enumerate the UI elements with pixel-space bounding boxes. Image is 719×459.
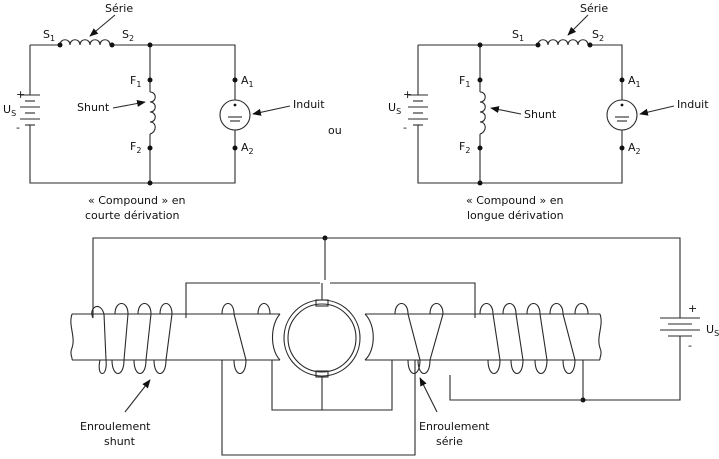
f2-label: F2 bbox=[130, 140, 141, 155]
motor-icon bbox=[219, 99, 251, 131]
arrow-icon bbox=[112, 99, 146, 109]
series-winding-label-line1: Enroulement bbox=[419, 420, 490, 433]
a2-label: A2 bbox=[628, 141, 641, 156]
minus-label: - bbox=[403, 121, 407, 134]
s2-terminal bbox=[109, 42, 115, 48]
shunt-label: Shunt bbox=[524, 108, 557, 121]
f2-label: F2 bbox=[459, 140, 470, 155]
brush-wires bbox=[271, 283, 393, 411]
junction-dot bbox=[477, 180, 483, 186]
series-winding-icon bbox=[394, 302, 589, 375]
ou-connector: ou bbox=[328, 124, 342, 137]
series-winding-label-line2: série bbox=[436, 435, 463, 448]
left-pole-bar bbox=[70, 313, 280, 361]
lower-loop-wire bbox=[221, 360, 416, 456]
f2-terminal bbox=[477, 145, 483, 151]
caption-line1: « Compound » en bbox=[466, 194, 563, 207]
series-coil-icon bbox=[59, 39, 111, 46]
induit-label: Induit bbox=[293, 98, 325, 111]
shunt-label: Shunt bbox=[77, 101, 110, 114]
arrow-icon bbox=[490, 106, 522, 115]
s2-terminal bbox=[587, 42, 593, 48]
shunt-winding-icon bbox=[91, 302, 271, 375]
plus-label: + bbox=[16, 88, 25, 101]
us-label: US bbox=[388, 101, 401, 116]
serie-label: Série bbox=[105, 2, 133, 15]
plus-label: + bbox=[688, 302, 697, 315]
inner-wire bbox=[185, 282, 476, 318]
f1-label: F1 bbox=[459, 74, 470, 89]
armature-outer bbox=[283, 299, 361, 377]
top-brush bbox=[315, 299, 329, 307]
s2-label: S2 bbox=[592, 28, 604, 43]
a1-label: A1 bbox=[628, 74, 641, 89]
battery-icon bbox=[408, 94, 428, 126]
caption-line2: courte dérivation bbox=[85, 209, 180, 222]
arrow-icon bbox=[89, 14, 116, 37]
minus-label: - bbox=[16, 121, 20, 134]
machine-drawing: + - US bbox=[70, 235, 719, 456]
us-label: US bbox=[3, 103, 16, 118]
a1-terminal bbox=[619, 77, 625, 83]
short-shunt-wiring bbox=[29, 44, 236, 184]
arrow-icon bbox=[419, 377, 438, 413]
armature-inner bbox=[287, 303, 357, 373]
battery-return-wire bbox=[582, 336, 681, 401]
top-bus-wire bbox=[92, 237, 681, 318]
battery-icon bbox=[660, 317, 700, 337]
shunt-winding-label-line1: Enroulement bbox=[80, 420, 151, 433]
battery-icon bbox=[20, 94, 40, 126]
plus-label: + bbox=[403, 88, 412, 101]
s1-label: S1 bbox=[512, 28, 524, 43]
short-shunt-schematic: Série S1 S2 F1 F2 A1 A2 US + - Shunt Ind… bbox=[3, 2, 325, 222]
caption-line1: « Compound » en bbox=[88, 194, 185, 207]
right-pole-shoe bbox=[364, 313, 374, 361]
arrow-icon bbox=[639, 105, 675, 116]
us-label: US bbox=[706, 323, 719, 338]
induit-label: Induit bbox=[677, 98, 709, 111]
minus-label: - bbox=[688, 339, 692, 352]
s1-label: S1 bbox=[43, 28, 55, 43]
series-return-wire bbox=[449, 375, 583, 401]
arrow-icon bbox=[124, 379, 151, 413]
serie-label: Série bbox=[580, 2, 608, 15]
right-pole-bar bbox=[365, 313, 602, 361]
left-pole-shoe bbox=[271, 313, 281, 361]
series-coil-icon bbox=[537, 39, 589, 46]
s2-label: S2 bbox=[122, 28, 134, 43]
a1-label: A1 bbox=[241, 74, 254, 89]
a2-label: A2 bbox=[241, 141, 254, 156]
shunt-coil-icon bbox=[479, 91, 486, 135]
f1-terminal bbox=[477, 77, 483, 83]
f1-terminal bbox=[147, 77, 153, 83]
shunt-coil-icon bbox=[149, 91, 156, 135]
a1-terminal bbox=[232, 77, 238, 83]
junction-dot bbox=[477, 42, 483, 48]
long-shunt-schematic: Série S1 S2 F1 F2 A1 A2 US + - Shunt Ind… bbox=[388, 2, 709, 222]
s1-terminal bbox=[535, 42, 541, 48]
caption-line2: longue dérivation bbox=[467, 209, 564, 222]
junction-dot bbox=[147, 42, 153, 48]
arrow-icon bbox=[252, 105, 291, 116]
s1-terminal bbox=[57, 42, 63, 48]
f2-terminal bbox=[147, 145, 153, 151]
f1-label: F1 bbox=[130, 74, 141, 89]
a2-terminal bbox=[232, 145, 238, 151]
shunt-winding-label-line2: shunt bbox=[104, 435, 136, 448]
a2-terminal bbox=[619, 145, 625, 151]
motor-icon bbox=[606, 99, 638, 131]
arrow-icon bbox=[567, 14, 589, 36]
junction-dot bbox=[147, 180, 153, 186]
